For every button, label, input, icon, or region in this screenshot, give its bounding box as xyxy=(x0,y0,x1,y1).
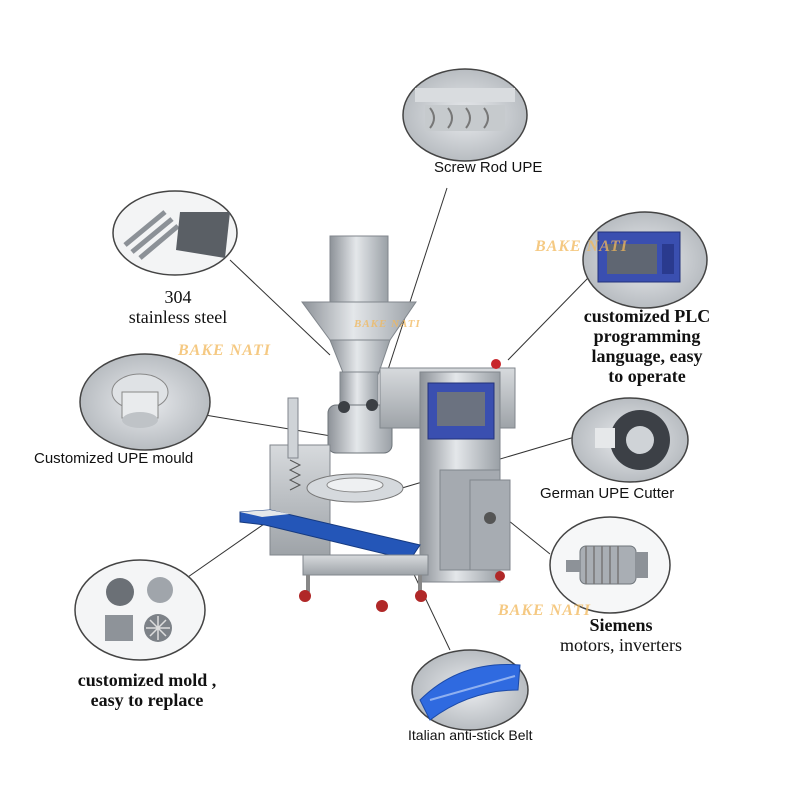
inset-molds xyxy=(74,559,206,661)
label-plc: customized PLC programming language, eas… xyxy=(583,306,711,387)
inset-stainless-steel xyxy=(112,190,238,276)
inset-plc-panel xyxy=(582,211,708,309)
label-screw-rod: Screw Rod UPE xyxy=(434,159,543,176)
watermark-logo: BAKE NATI xyxy=(178,342,272,359)
label-mold: customized mold , easy to replace xyxy=(77,670,217,711)
machine-illustration xyxy=(239,235,516,612)
watermark-logo: BAKE NATI xyxy=(498,602,592,619)
label-siemens: Siemens motors, inverters xyxy=(560,615,682,656)
watermark-logo: BAKE NATI xyxy=(354,318,421,330)
label-stainless-steel: 304 stainless steel xyxy=(128,287,228,328)
inset-upe-mould xyxy=(79,353,211,451)
watermark-logo: BAKE NATI xyxy=(535,238,629,255)
label-upe-mould: Customized UPE mould xyxy=(34,450,194,467)
inset-siemens-motor xyxy=(549,516,671,614)
inset-anti-stick-belt xyxy=(411,649,529,731)
inset-screw-rod xyxy=(402,68,528,162)
label-german-cutter: German UPE Cutter xyxy=(540,485,675,502)
label-anti-stick-belt: Italian anti-stick Belt xyxy=(408,727,533,743)
inset-german-cutter xyxy=(571,397,689,483)
